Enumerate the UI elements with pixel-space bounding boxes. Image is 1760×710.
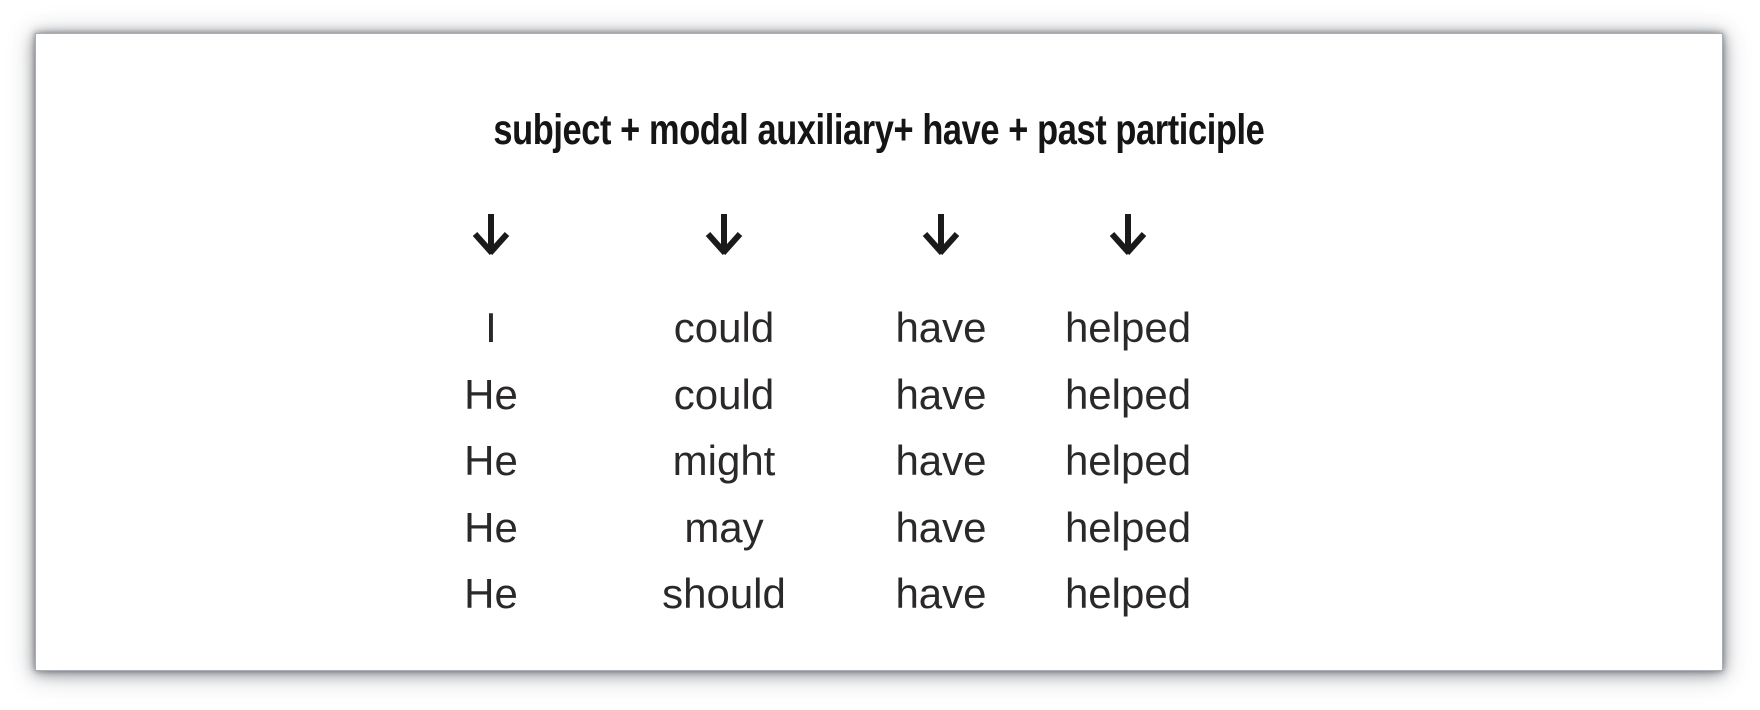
- have-cell: have: [895, 570, 987, 618]
- have-cell: have: [895, 370, 987, 418]
- down-arrow-icon: [857, 202, 1025, 266]
- subject-cell: I: [485, 304, 497, 352]
- subject-cell: He: [464, 570, 518, 618]
- down-arrow-icon: [591, 202, 857, 266]
- subject-cell: He: [464, 503, 518, 551]
- down-arrow-icon: [1025, 202, 1231, 266]
- table-row: He might have helped: [391, 428, 1231, 495]
- modal-cell: should: [662, 570, 786, 618]
- modal-cell: could: [673, 370, 775, 418]
- have-cell: have: [895, 304, 987, 352]
- table-row: He should have helped: [391, 561, 1231, 628]
- participle-cell: helped: [1064, 437, 1192, 485]
- participle-cell: helped: [1064, 503, 1192, 551]
- modal-cell: may: [684, 503, 764, 551]
- participle-cell: helped: [1064, 370, 1192, 418]
- formula-title: subject + modal auxiliary+ have + past p…: [493, 106, 1265, 154]
- formula-title-row: subject + modal auxiliary+ have + past p…: [36, 106, 1722, 155]
- table-row: He could have helped: [391, 362, 1231, 429]
- grammar-figure-card: subject + modal auxiliary+ have + past p…: [35, 33, 1723, 671]
- arrow-row: [391, 202, 1231, 266]
- subject-cell: He: [464, 437, 518, 485]
- have-cell: have: [895, 503, 987, 551]
- modal-cell: could: [673, 304, 775, 352]
- modal-cell: might: [672, 437, 776, 485]
- table-row: He may have helped: [391, 495, 1231, 562]
- table-row: I could have helped: [391, 295, 1231, 362]
- subject-cell: He: [464, 370, 518, 418]
- participle-cell: helped: [1064, 304, 1192, 352]
- example-table: I could have helped He could have helped…: [391, 295, 1231, 628]
- participle-cell: helped: [1064, 570, 1192, 618]
- down-arrow-icon: [391, 202, 591, 266]
- have-cell: have: [895, 437, 987, 485]
